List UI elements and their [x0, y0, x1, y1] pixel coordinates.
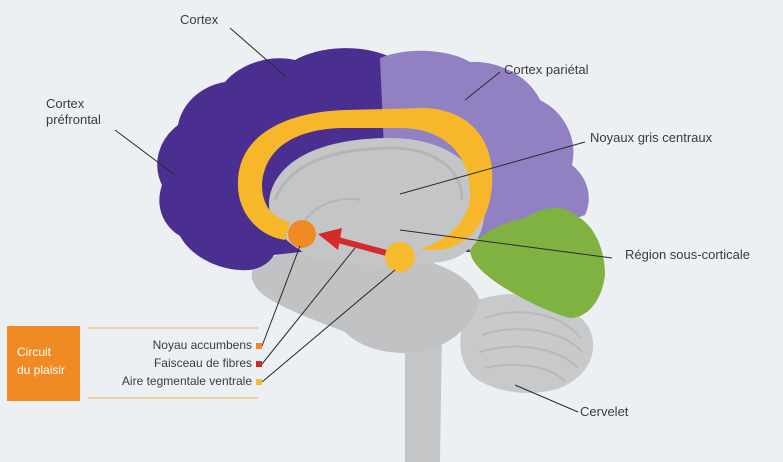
legend-title-line2: du plaisir — [17, 363, 65, 377]
aire-tegmentale-dot — [385, 242, 415, 272]
label-noyaux-gris: Noyaux gris centraux — [590, 130, 713, 145]
label-region-sous-corticale: Région sous-corticale — [625, 247, 750, 262]
label-cortex-parietal: Cortex pariétal — [504, 62, 589, 77]
legend-item-marker — [256, 343, 262, 349]
legend-item-label: Noyau accumbens — [153, 338, 252, 352]
label-cervelet: Cervelet — [580, 404, 629, 419]
legend-item-marker — [256, 361, 262, 367]
legend-item-label: Aire tegmentale ventrale — [122, 374, 252, 388]
noyau-accumbens-dot — [288, 220, 316, 248]
label-cortex: Cortex — [180, 12, 219, 27]
label-cortex-prefrontal-line2: préfrontal — [46, 112, 101, 127]
legend-item-marker — [256, 379, 262, 385]
label-cortex-prefrontal-line1: Cortex — [46, 96, 85, 111]
legend-title-line1: Circuit — [17, 345, 52, 359]
legend-item-label: Faisceau de fibres — [154, 356, 252, 370]
